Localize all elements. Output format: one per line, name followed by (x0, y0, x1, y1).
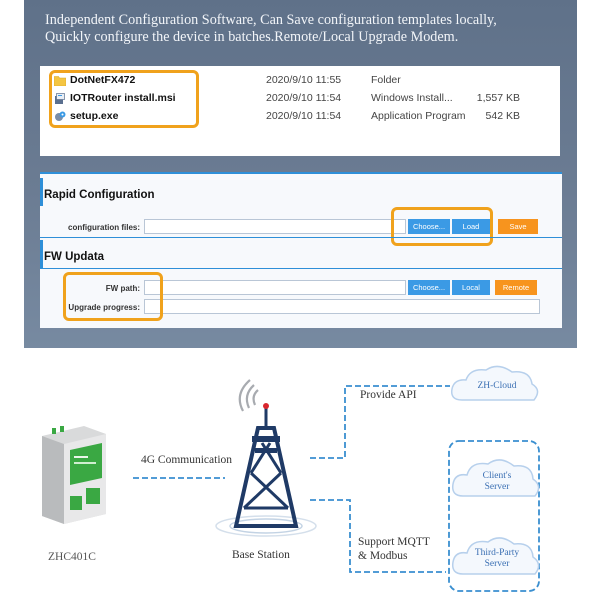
local-button[interactable]: Local (452, 280, 490, 295)
diagram-graphics (42, 365, 540, 592)
client-server-cloud-icon (451, 459, 540, 497)
section-accent-bar (40, 178, 43, 206)
file-explorer: DotNetFX472 2020/9/10 11:55 Folder IOTRo… (40, 66, 560, 156)
file-type: Windows Install... (371, 92, 453, 104)
mqtt-label: Support MQTT & Modbus (358, 535, 430, 563)
section-divider (40, 268, 562, 269)
file-date: 2020/9/10 11:55 (266, 74, 342, 86)
fw-path-label: FW path: (105, 284, 140, 293)
files-highlight-box (49, 70, 199, 128)
file-size: 542 KB (485, 110, 520, 122)
fw-update-title: FW Updata (44, 251, 105, 263)
file-type: Application Program (371, 110, 466, 122)
file-name: DotNetFX472 (70, 74, 136, 86)
file-row[interactable]: DotNetFX472 2020/9/10 11:55 Folder (40, 72, 560, 90)
third-party-cloud-icon (451, 537, 540, 575)
station-label: Base Station (232, 549, 290, 561)
file-type: Folder (371, 74, 401, 86)
zh-cloud-label: ZH-Cloud (477, 381, 517, 391)
dashed-connectors (133, 385, 450, 573)
modem-device-icon (42, 426, 106, 524)
file-name: setup.exe (70, 110, 119, 122)
signal-waves-icon (238, 379, 259, 412)
fw-highlight-box (63, 272, 163, 321)
folder-icon (54, 76, 66, 86)
network-diagram: 4G Communication ZHC401C Base Station Pr… (0, 348, 600, 600)
section-accent-bar (40, 240, 43, 268)
file-size: 1,557 KB (476, 92, 520, 104)
installer-icon (55, 93, 65, 104)
client-server-label: Client's Server (458, 471, 536, 493)
file-name: IOTRouter install.msi (70, 92, 176, 104)
fw-path-input[interactable] (144, 280, 406, 295)
file-row[interactable]: setup.exe 2020/9/10 11:54 Application Pr… (40, 108, 560, 126)
file-date: 2020/9/10 11:54 (266, 92, 342, 104)
mqtt-label-line-2: & Modbus (358, 550, 408, 562)
load-button[interactable]: Load (452, 219, 490, 234)
config-software-panel: Independent Configuration Software, Can … (24, 0, 577, 348)
config-files-label: configuration files: (68, 223, 140, 232)
choose-config-button[interactable]: Choose... (408, 219, 450, 234)
file-row[interactable]: IOTRouter install.msi 2020/9/10 11:54 Wi… (40, 90, 560, 108)
load-highlight-box (391, 207, 493, 246)
third-party-line-1: Third-Party (474, 548, 520, 558)
headline-line-1: Independent Configuration Software, Can … (45, 12, 497, 28)
server-group-box (448, 440, 540, 592)
mqtt-label-line-1: Support MQTT (358, 536, 430, 548)
upgrade-progress-label: Upgrade progress: (68, 303, 140, 312)
headline-line-2: Quickly configure the device in batches.… (45, 29, 459, 45)
client-server-line-1: Client's (482, 471, 512, 481)
headline: Independent Configuration Software, Can … (45, 12, 565, 46)
config-files-input[interactable] (144, 219, 406, 234)
base-station-tower-icon (215, 403, 317, 537)
zh-cloud-icon (450, 365, 539, 401)
save-button[interactable]: Save (498, 219, 538, 234)
setup-icon (55, 111, 66, 121)
section-divider (40, 237, 562, 238)
config-panel: Rapid Configuration configuration files:… (40, 172, 562, 328)
provide-api-label: Provide API (360, 389, 417, 401)
rapid-config-title: Rapid Configuration (44, 189, 155, 201)
client-server-line-2: Server (484, 482, 510, 492)
upgrade-progress-bar (144, 299, 540, 314)
device-label: ZHC401C (48, 551, 96, 563)
third-party-line-2: Server (484, 559, 510, 569)
choose-fw-button[interactable]: Choose... (408, 280, 450, 295)
third-party-label: Third-Party Server (455, 548, 539, 570)
comm-label: 4G Communication (141, 454, 233, 466)
remote-button[interactable]: Remote (495, 280, 537, 295)
file-date: 2020/9/10 11:54 (266, 110, 342, 122)
